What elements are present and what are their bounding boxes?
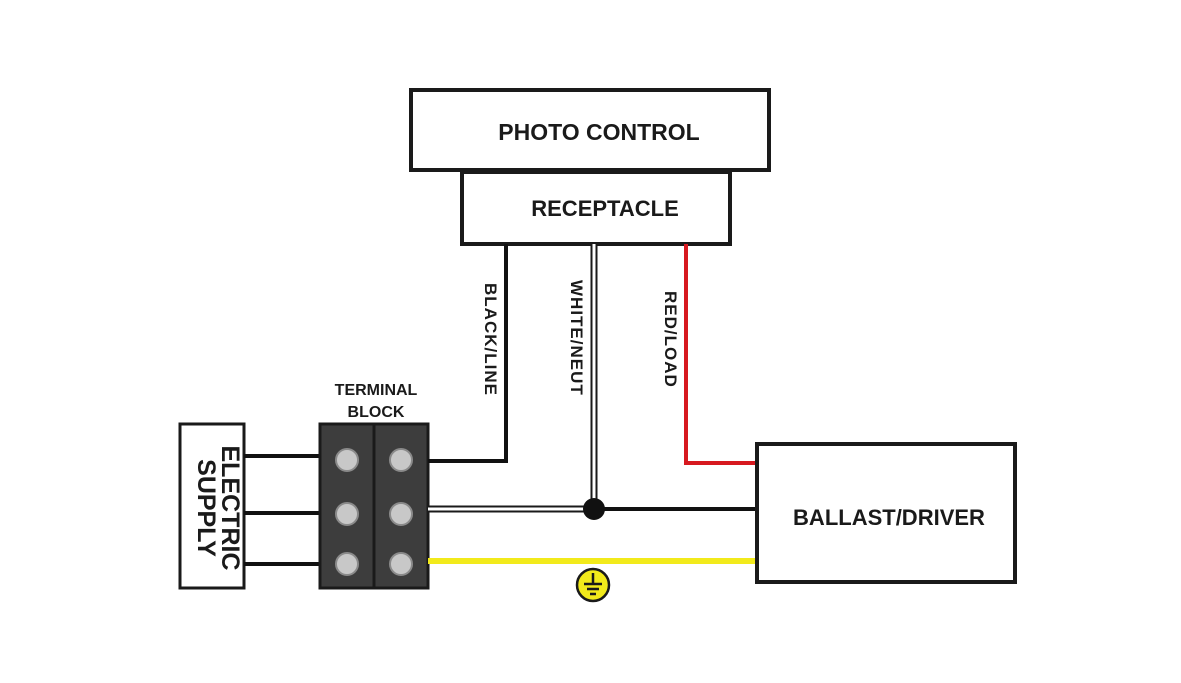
terminal-screw bbox=[335, 552, 359, 576]
receptacle-label: RECEPTACLE bbox=[531, 196, 679, 221]
supply-label-line2: SUPPLY bbox=[192, 459, 220, 557]
red-load-wire bbox=[684, 244, 757, 465]
terminal-screw bbox=[335, 448, 359, 472]
terminal-block-label-line1: TERMINAL bbox=[335, 382, 418, 399]
red-load-label: RED/LOAD bbox=[661, 291, 680, 388]
electric-supply-box: ELECTRIC SUPPLY bbox=[178, 422, 246, 590]
black-line-wire bbox=[428, 244, 508, 463]
terminal-screw bbox=[389, 502, 413, 526]
ballast-driver-label: BALLAST/DRIVER bbox=[793, 505, 985, 530]
ballast-driver-box: BALLAST/DRIVER bbox=[755, 442, 1017, 584]
terminal-screw bbox=[335, 502, 359, 526]
terminal-screw bbox=[389, 448, 413, 472]
white-neutral-label: WHITE/NEUT bbox=[567, 280, 586, 396]
supply-wires bbox=[244, 454, 322, 566]
terminal-screw bbox=[389, 552, 413, 576]
supply-label-line1: ELECTRIC bbox=[216, 446, 244, 571]
ground-icon bbox=[575, 567, 611, 603]
black-line-label: BLACK/LINE bbox=[481, 283, 500, 396]
receptacle-box: RECEPTACLE bbox=[460, 170, 732, 246]
neutral-junction-dot bbox=[583, 498, 605, 520]
photo-control-box: PHOTO CONTROL bbox=[409, 88, 771, 172]
photo-control-label: PHOTO CONTROL bbox=[498, 119, 699, 145]
terminal-block-label-line2: BLOCK bbox=[348, 404, 405, 421]
terminal-block bbox=[318, 422, 430, 590]
